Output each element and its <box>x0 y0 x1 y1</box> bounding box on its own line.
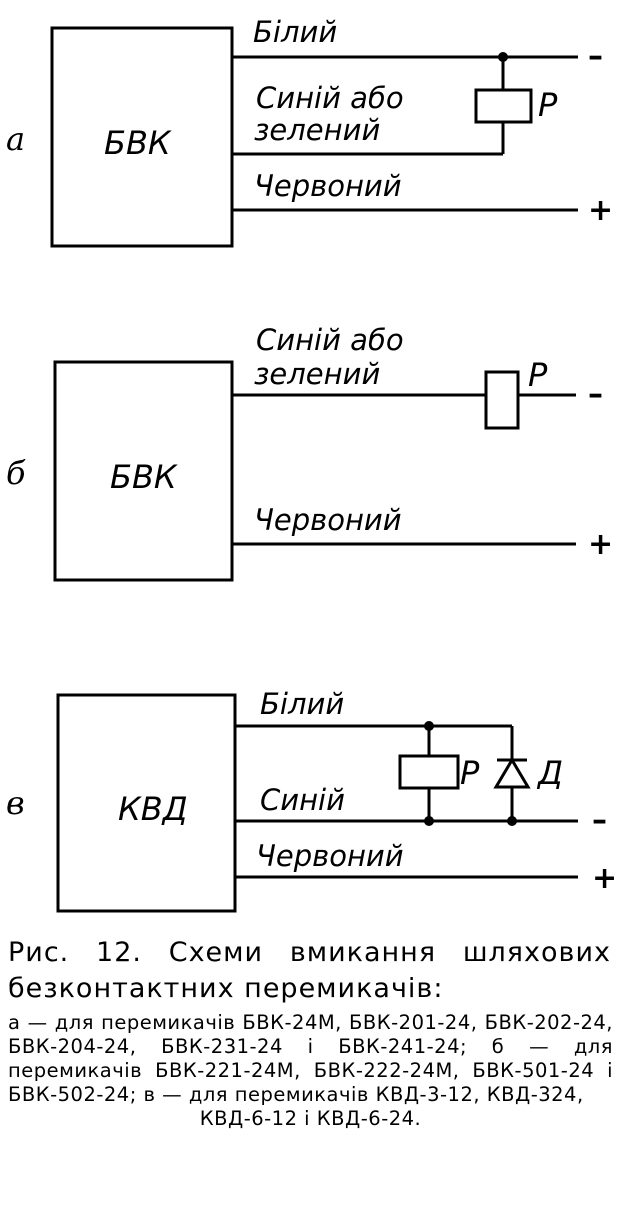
wire-label-blue-b-2: зелений <box>254 357 380 391</box>
wiring-diagram: а БВК Білий Синій або зелений Червоний Р… <box>6 15 617 913</box>
relay-label-a: Р <box>538 86 558 124</box>
wire-label-blue-a-2: зелений <box>254 113 380 147</box>
box-label-b: БВК <box>110 458 178 496</box>
plus-sign-a: + <box>588 193 613 228</box>
box-label-a: БВК <box>104 124 172 162</box>
relay-coil-v <box>398 754 460 790</box>
diode-label: Д <box>536 754 563 792</box>
plus-sign-b: + <box>588 527 613 562</box>
junction-dot-v3 <box>507 816 517 826</box>
minus-sign-b: – <box>588 377 603 412</box>
wire-label-blue-a-1: Синій або <box>256 81 404 115</box>
junction-dot-v2 <box>424 816 434 826</box>
relay-label-b: Р <box>528 356 548 394</box>
caption-body: а — для перемикачів БВК-24М, БВК-201-24,… <box>8 1011 613 1106</box>
wire-label-blue-b-1: Синій або <box>256 323 404 357</box>
caption-last-line: КВД-6-12 і КВД-6-24. <box>199 1107 422 1130</box>
section-label-a: а <box>6 120 25 158</box>
minus-sign-v: – <box>592 803 607 838</box>
wire-label-white-a: Білий <box>253 15 337 49</box>
minus-sign-a: – <box>588 39 603 74</box>
figure-caption: Рис. 12. Схеми вмикання шляхових безконт… <box>0 935 621 1205</box>
junction-dot-a <box>498 52 508 62</box>
bvk-box-a <box>50 26 234 248</box>
wire-label-blue-v: Синій <box>260 783 345 817</box>
box-label-v: КВД <box>118 790 188 828</box>
wire-label-red-b: Червоний <box>254 503 402 537</box>
plus-sign-v: + <box>592 861 617 896</box>
relay-coil-b <box>484 370 520 430</box>
relay-coil-a <box>474 88 533 124</box>
wire-label-red-a: Червоний <box>254 169 402 203</box>
wire-label-red-v: Червоний <box>256 839 404 873</box>
kvd-box <box>56 693 237 913</box>
caption-title: Рис. 12. Схеми вмикання шляхових безконт… <box>8 937 611 1004</box>
relay-label-v: Р <box>460 754 480 792</box>
section-label-v: в <box>6 784 25 822</box>
wire-label-white-v: Білий <box>260 687 344 721</box>
junction-dot-v1 <box>424 721 434 731</box>
bvk-box-b <box>53 360 234 582</box>
diode-symbol <box>493 757 531 789</box>
section-label-b: б <box>6 454 26 492</box>
